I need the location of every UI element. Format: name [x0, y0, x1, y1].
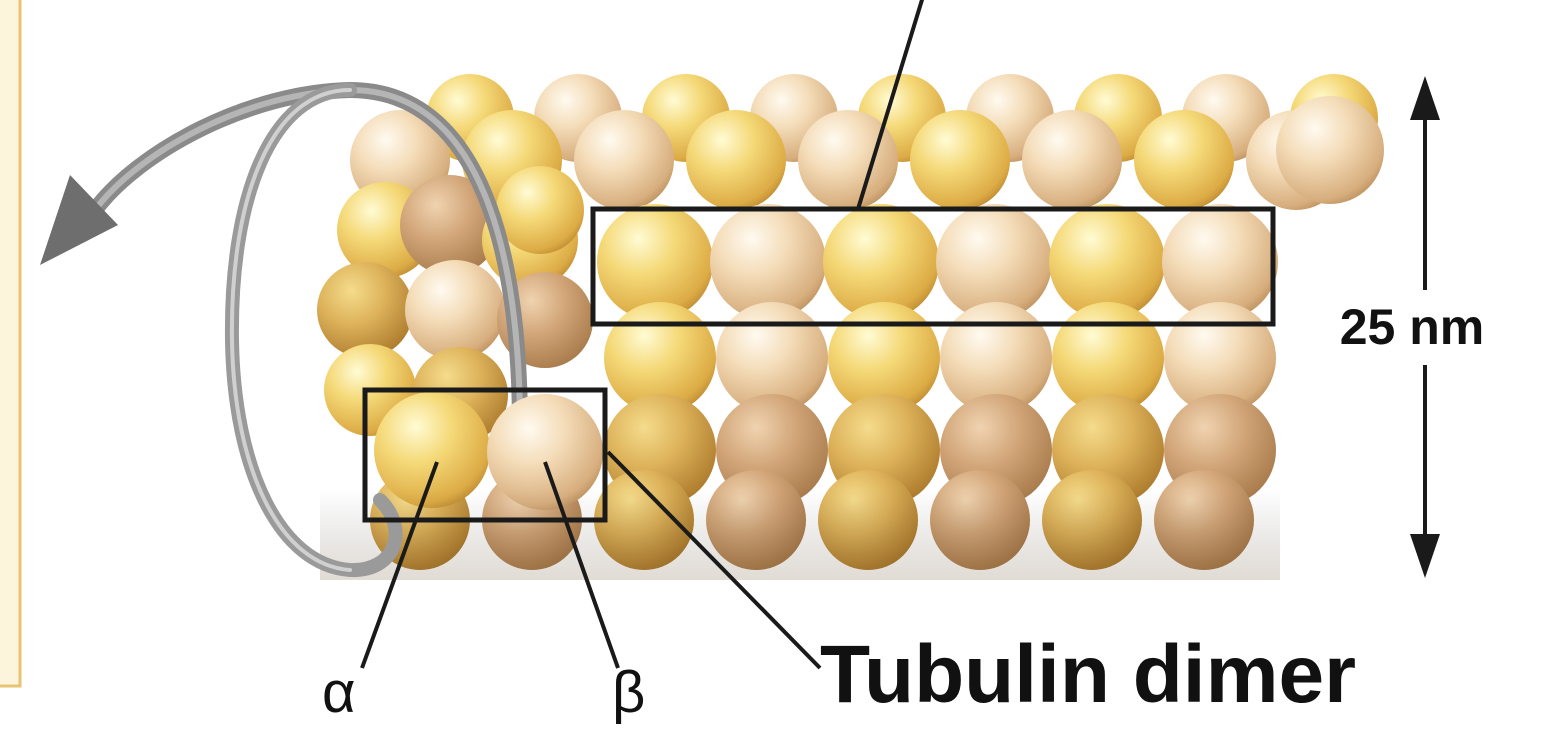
dimension-arrowhead-up	[1410, 76, 1440, 120]
tubulin-back-subunit	[910, 110, 1010, 210]
left-panel	[0, 0, 20, 686]
tubulin-end-subunit	[405, 260, 505, 360]
dimension-arrowhead-down	[1410, 534, 1440, 578]
measurement-label: 25 nm	[1340, 299, 1485, 355]
cylinder-shading	[320, 380, 1280, 580]
tubulin-back-subunit	[1022, 110, 1122, 210]
tubulin-dimer-label: Tubulin dimer	[820, 629, 1356, 720]
tubulin-back-subunit	[574, 110, 674, 210]
tubulin-end-subunit	[496, 166, 584, 254]
tubulin-back-subunit	[686, 110, 786, 210]
tubulin-end-subunit	[317, 262, 413, 358]
alpha-label: α	[322, 660, 356, 725]
beta-label: β	[612, 660, 645, 725]
tubulin-back-subunit	[1276, 96, 1384, 204]
tubulin-back-subunit	[1134, 110, 1234, 210]
